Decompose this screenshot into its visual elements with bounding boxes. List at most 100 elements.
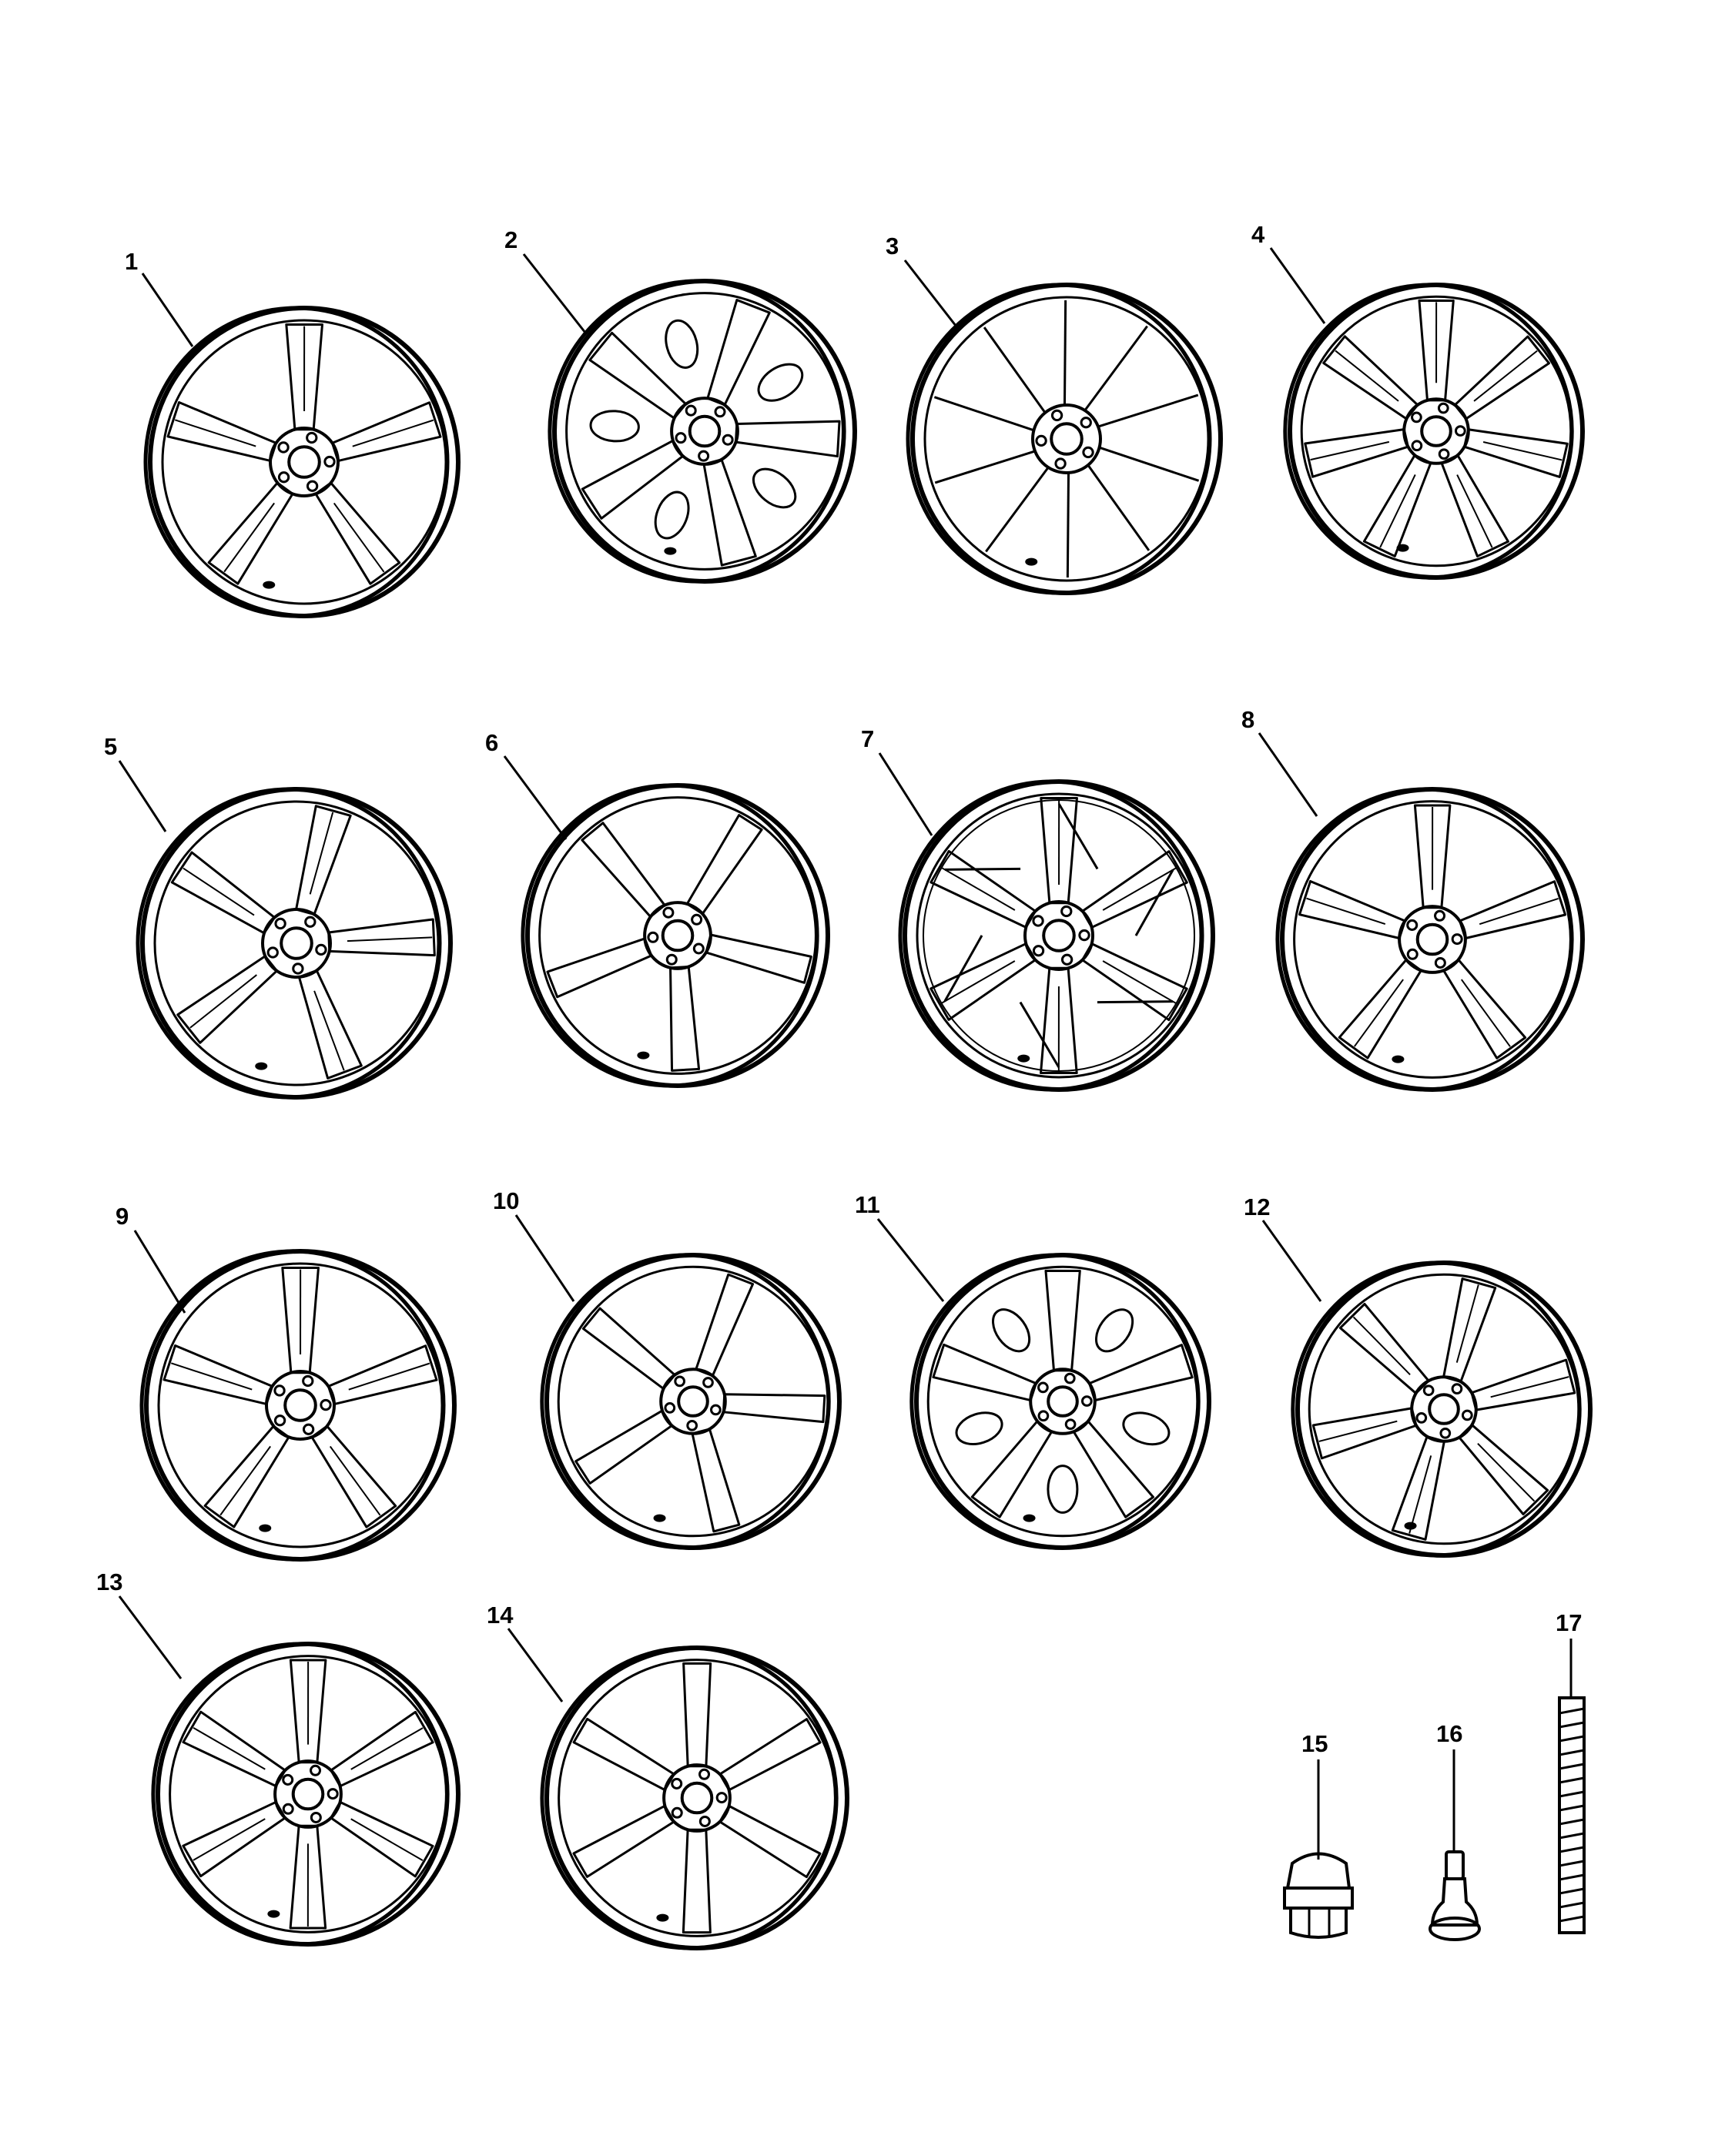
lug-hole	[1451, 933, 1463, 946]
weight-segment	[1559, 1846, 1585, 1853]
spoke	[1087, 464, 1151, 551]
weight-segment	[1559, 1832, 1585, 1840]
lug-hole	[1411, 411, 1422, 424]
spoke-groove	[313, 990, 345, 1071]
wheel-weight-17	[1558, 1639, 1586, 1934]
leader-line-6	[503, 755, 568, 840]
rim-outer	[525, 783, 830, 1088]
wheel-13	[118, 1595, 461, 1947]
spoke	[166, 401, 278, 462]
rim-inner	[923, 296, 1210, 582]
leader-line-3	[903, 259, 960, 330]
lug-hole	[647, 931, 659, 943]
spoke	[295, 805, 352, 916]
rim-back-lip	[540, 1645, 839, 1950]
spoke	[1084, 325, 1148, 411]
spoke	[1322, 335, 1419, 420]
weight-segment	[1559, 1790, 1585, 1798]
spoke	[705, 933, 812, 984]
spoke-groove	[1335, 350, 1399, 402]
spoke	[682, 1828, 712, 1934]
spoke-groove	[1379, 474, 1416, 548]
spoke-groove	[348, 1362, 430, 1391]
rim-inner	[1300, 295, 1573, 567]
spoke-window	[757, 363, 804, 402]
spoke	[1063, 300, 1067, 406]
leader-line-8	[1258, 732, 1318, 817]
spoke	[933, 396, 1034, 432]
lug-hole	[1406, 919, 1419, 931]
leader-line-2	[522, 253, 587, 333]
nut-hex	[1289, 1908, 1348, 1939]
weight-segment	[1559, 1915, 1585, 1923]
wheel-1	[141, 273, 461, 618]
spoke	[207, 481, 294, 585]
lug-hole	[1080, 417, 1092, 429]
weight-segment	[1559, 1749, 1585, 1756]
spoke-groove	[350, 1727, 424, 1770]
rim-back-lip	[136, 787, 442, 1100]
spoke-groove	[219, 1445, 271, 1516]
spoke-window	[654, 490, 690, 540]
rim-outer	[148, 306, 461, 618]
spoke	[1072, 1420, 1154, 1518]
lug-hole	[1078, 929, 1090, 942]
lug-hole	[302, 1374, 314, 1388]
lug-hole	[315, 943, 327, 956]
leader-line-11	[876, 1218, 945, 1302]
hub	[670, 397, 739, 466]
lug-hole	[698, 1768, 711, 1780]
spoke	[685, 814, 763, 916]
wheel-14	[507, 1628, 849, 1950]
leader-line-10	[514, 1214, 575, 1302]
rim-outer	[544, 1253, 842, 1550]
spoke	[314, 481, 401, 585]
lug-hole	[1434, 909, 1446, 922]
spoke-groove	[193, 1727, 266, 1770]
spoke	[1304, 428, 1409, 478]
weight-segment	[1559, 1735, 1585, 1743]
valve-hole	[255, 1062, 268, 1070]
lug-hole	[710, 1404, 722, 1416]
callout-label-17: 17	[1556, 1609, 1582, 1636]
lug-hole	[674, 1375, 686, 1388]
valve-hole	[656, 1913, 669, 1922]
center-bore	[287, 445, 321, 479]
lug-hole	[1060, 953, 1074, 966]
spoke	[588, 331, 688, 420]
rim-inner	[1293, 800, 1572, 1079]
spoke	[722, 1393, 826, 1424]
wheel-12	[1261, 1220, 1593, 1558]
spoke	[1338, 958, 1422, 1060]
lug-hole	[1437, 402, 1449, 414]
spoke-window	[992, 1308, 1031, 1353]
center-bore	[291, 1777, 325, 1811]
rim-outer	[156, 1642, 461, 1947]
spoke	[581, 1307, 676, 1391]
nut-dome	[1285, 1852, 1352, 1890]
lug-hole	[698, 450, 710, 462]
hub	[265, 1370, 336, 1441]
lug-hole	[691, 913, 703, 926]
valve-base	[1429, 1917, 1481, 1941]
lug-hole	[1032, 945, 1045, 957]
weight-segment	[1559, 1818, 1585, 1826]
callout-label-13: 13	[96, 1568, 122, 1595]
wheel-5	[118, 760, 453, 1100]
lug-hole	[273, 1384, 286, 1397]
spoke	[1088, 1344, 1194, 1402]
lug-hole	[1406, 948, 1419, 960]
center-bore	[280, 926, 313, 960]
lug-hole	[664, 1402, 676, 1414]
callout-label-9: 9	[116, 1203, 129, 1230]
lug-hole	[1064, 1418, 1077, 1431]
lug-hole	[1082, 446, 1094, 459]
valve-stem-16	[1429, 1749, 1481, 1941]
spoke-window	[1095, 1308, 1134, 1353]
valve-hole	[1396, 544, 1409, 552]
leader-line-1	[141, 273, 194, 347]
hub	[1023, 900, 1094, 971]
center-bore	[1050, 422, 1084, 456]
spoke	[1453, 335, 1550, 420]
